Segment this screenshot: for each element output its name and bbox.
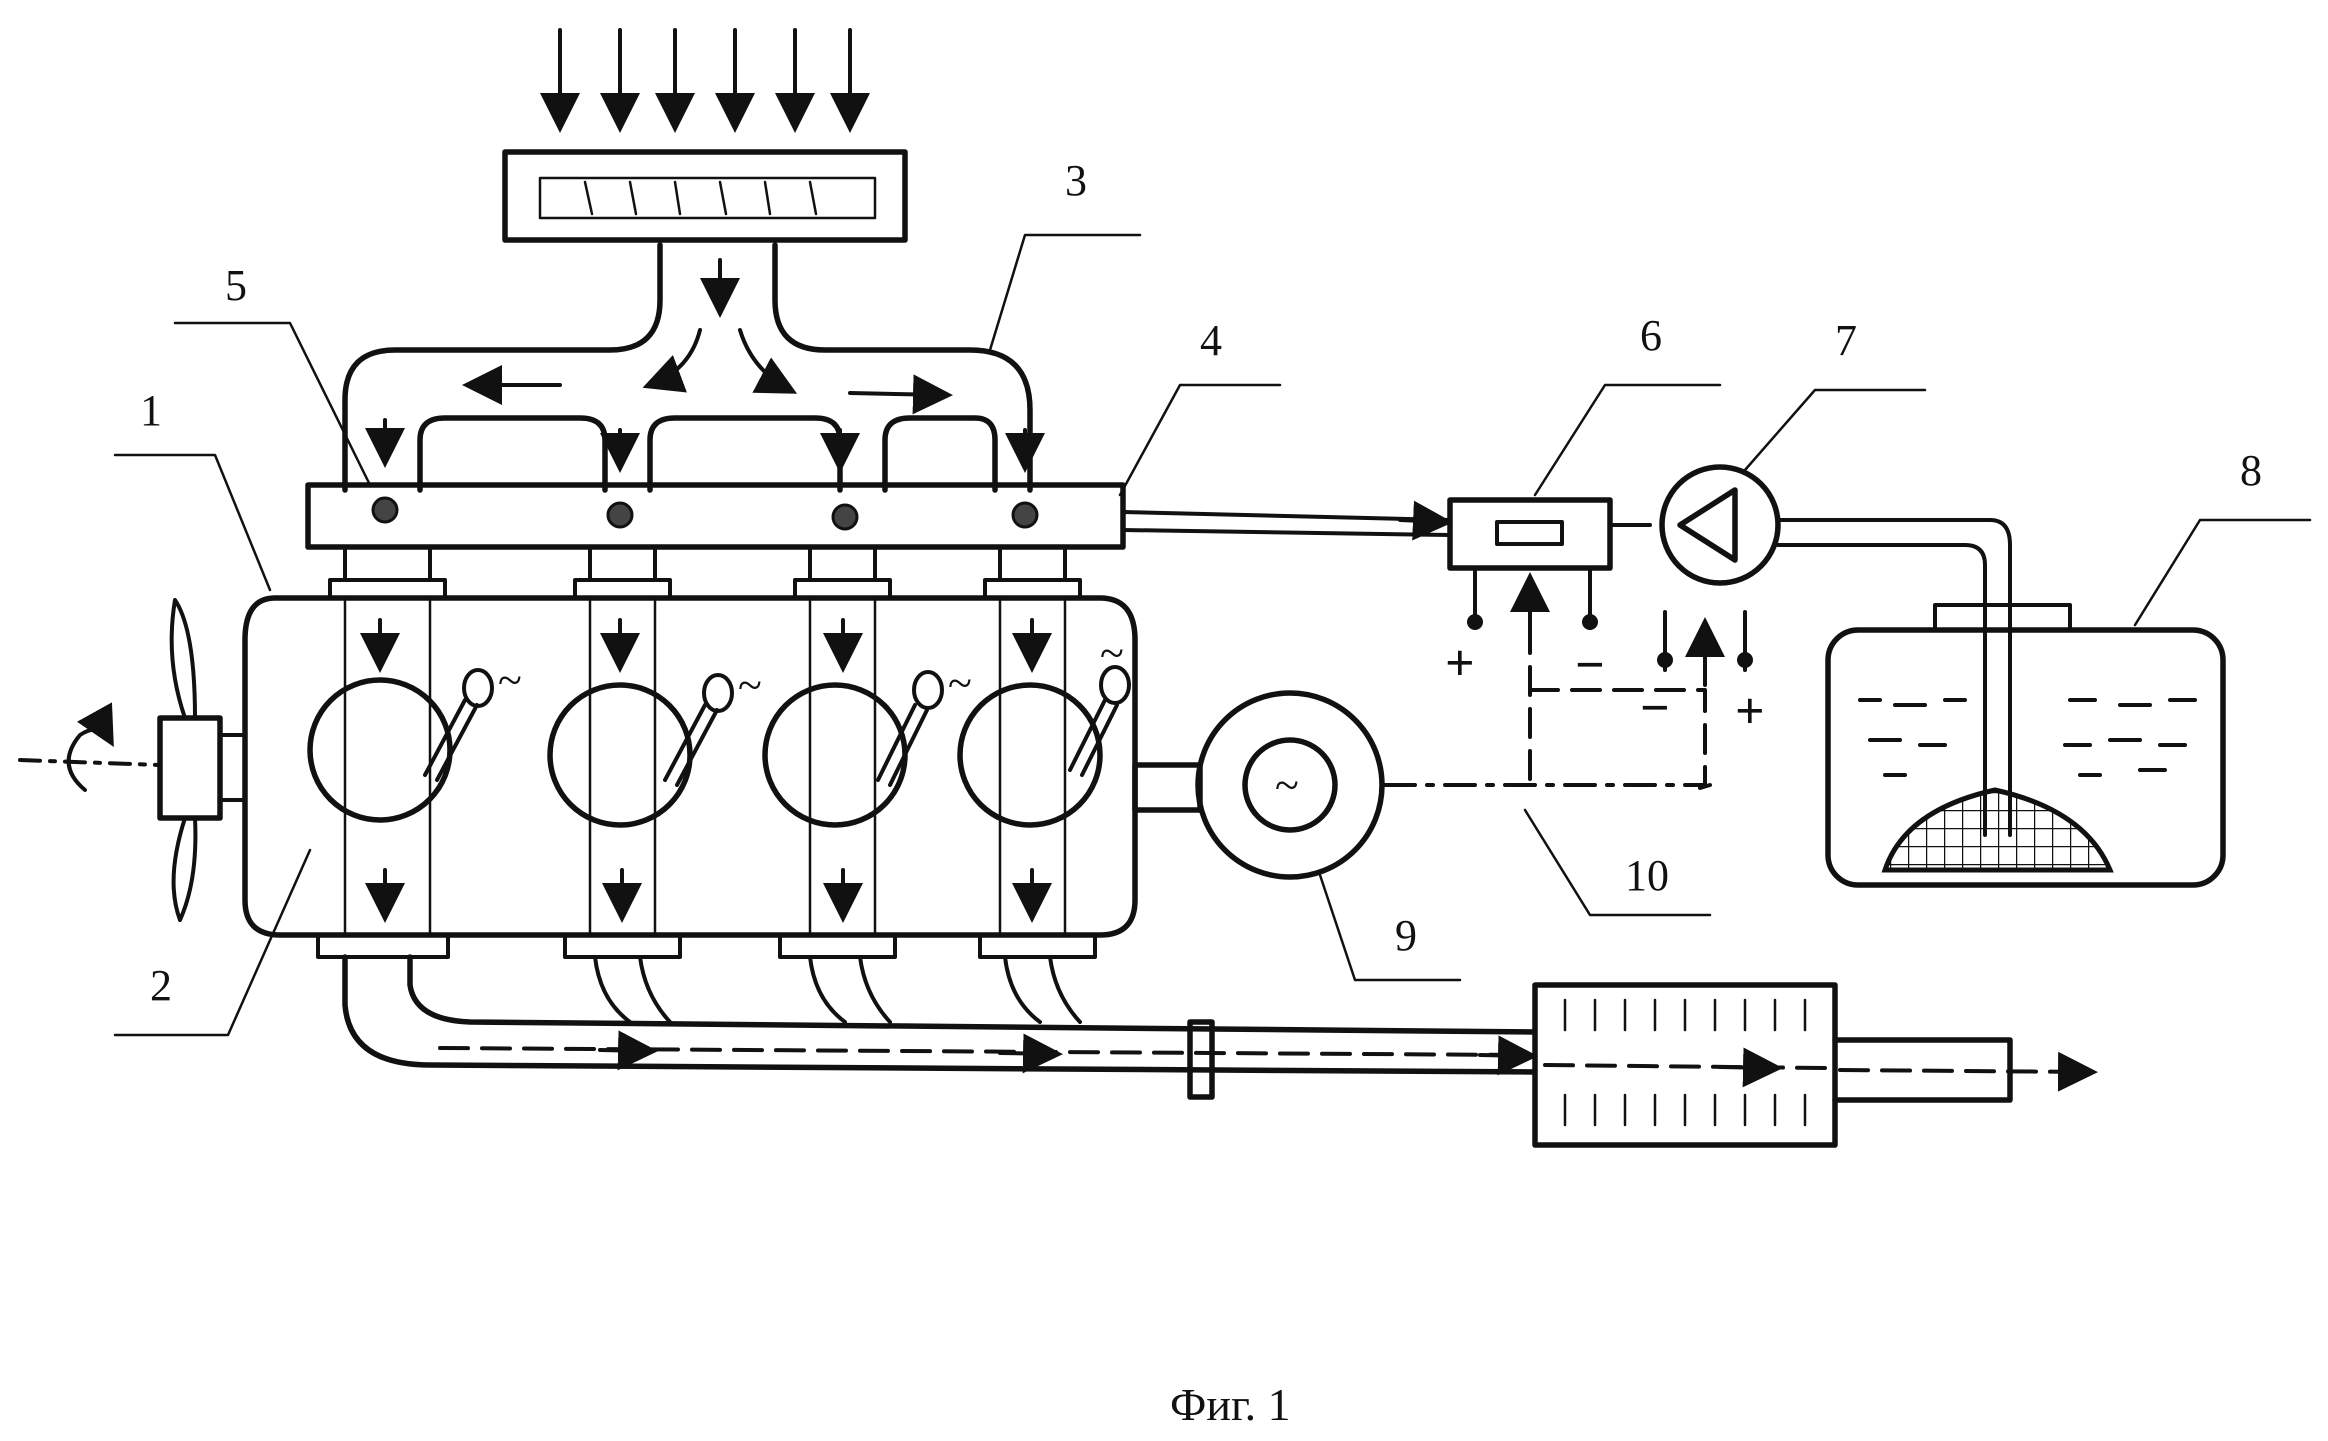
exhaust-system bbox=[316, 933, 1538, 1100]
label-6: 6 bbox=[1640, 311, 1662, 360]
generator: ~ bbox=[1132, 690, 1385, 880]
engine-block bbox=[242, 595, 1138, 938]
fuel-tank bbox=[1825, 603, 2226, 888]
svg-text:~: ~ bbox=[498, 656, 522, 705]
fuel-rail bbox=[305, 482, 1453, 550]
figure-caption: Фиг. 1 bbox=[1170, 1379, 1291, 1430]
svg-text:+: + bbox=[1445, 635, 1475, 692]
fan-pulley bbox=[18, 598, 247, 922]
label-7: 7 bbox=[1835, 316, 1857, 365]
label-4: 4 bbox=[1200, 316, 1222, 365]
svg-text:~: ~ bbox=[948, 659, 972, 708]
spark-plug-4: ~ bbox=[1068, 629, 1131, 777]
fuel-pump: − + bbox=[1640, 464, 2012, 837]
fuel-strainer bbox=[1881, 787, 2114, 873]
intake-manifold bbox=[342, 242, 1045, 493]
intake-air-arrows bbox=[540, 28, 870, 133]
svg-text:~: ~ bbox=[1100, 629, 1124, 678]
label-9: 9 bbox=[1395, 911, 1417, 960]
svg-text:~: ~ bbox=[738, 661, 762, 710]
cylinder-4 bbox=[957, 682, 1103, 828]
injector-4 bbox=[1011, 501, 1039, 529]
injector-2 bbox=[606, 501, 634, 529]
cylinder-1 bbox=[307, 677, 453, 823]
label-5: 5 bbox=[225, 261, 247, 310]
leader-lines bbox=[113, 233, 2312, 1037]
label-10: 10 bbox=[1625, 851, 1669, 900]
spark-plug-1: ~ bbox=[423, 656, 522, 782]
spark-plug-3: ~ bbox=[876, 659, 972, 787]
cylinder-3 bbox=[762, 682, 908, 828]
muffler bbox=[1532, 982, 2098, 1148]
label-8: 8 bbox=[2240, 446, 2262, 495]
svg-text:~: ~ bbox=[1275, 761, 1299, 810]
injector-3 bbox=[831, 503, 859, 531]
electric-circuit bbox=[1383, 623, 1712, 790]
injectors bbox=[371, 496, 1039, 531]
label-1: 1 bbox=[140, 386, 162, 435]
label-3: 3 bbox=[1065, 156, 1087, 205]
cylinder-2 bbox=[547, 682, 693, 828]
svg-text:−: − bbox=[1575, 637, 1605, 694]
air-filter bbox=[502, 149, 908, 243]
label-2: 2 bbox=[150, 961, 172, 1010]
part-labels: 1 2 3 4 5 6 7 8 9 10 bbox=[140, 156, 2262, 1010]
intake-runners bbox=[328, 545, 1082, 600]
spark-plugs: ~ ~ ~ ~ bbox=[423, 629, 1131, 787]
spark-plug-2: ~ bbox=[663, 661, 762, 787]
controller: + − bbox=[1445, 497, 1652, 694]
cylinders bbox=[307, 677, 1103, 828]
svg-text:+: + bbox=[1735, 683, 1765, 740]
injector-1 bbox=[371, 496, 399, 524]
